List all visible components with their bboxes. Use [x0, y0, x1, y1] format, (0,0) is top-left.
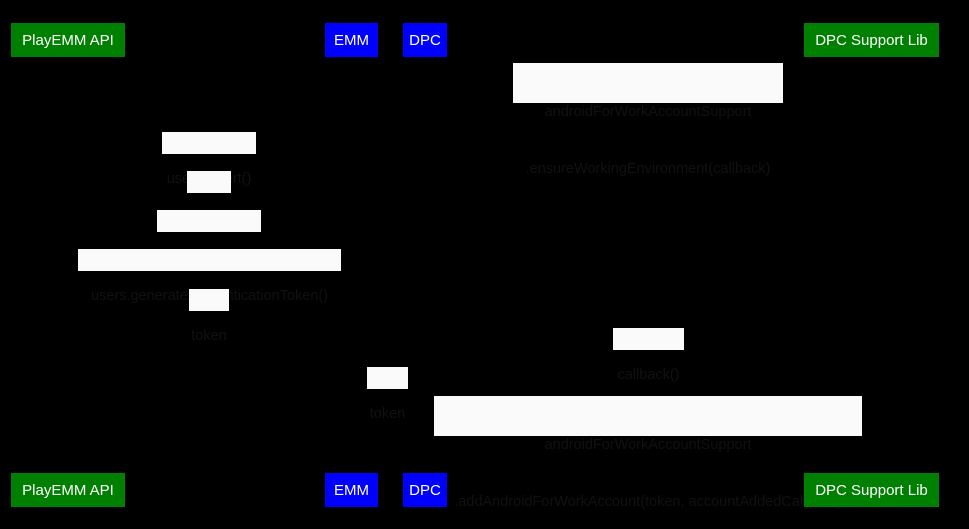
message-token-to-emm[interactable]: token: [189, 289, 229, 344]
participant-emm-top[interactable]: EMM: [325, 23, 378, 57]
message-line-1: token: [369, 406, 406, 422]
lifeline-playemm-api: [67, 57, 68, 473]
participant-dpc-support-lib-top[interactable]: DPC Support Lib: [804, 23, 939, 57]
participant-label: DPC Support Lib: [815, 481, 928, 499]
message-line-1: callback(): [617, 367, 680, 383]
message-line-1: androidForWorkAccountSupport: [544, 104, 752, 120]
lifeline-emm: [351, 57, 352, 473]
participant-label: EMM: [334, 481, 369, 499]
participant-playemm-api-top[interactable]: PlayEMM API: [11, 23, 125, 57]
participant-playemm-api-bottom[interactable]: PlayEMM API: [11, 473, 125, 507]
participant-label: PlayEMM API: [22, 481, 114, 499]
participant-dpc-bottom[interactable]: DPC: [403, 473, 447, 507]
message-line-1: token: [191, 328, 227, 344]
participant-label: DPC: [409, 481, 441, 499]
message-users-insert[interactable]: users.insert(): [162, 132, 256, 187]
participant-label: DPC: [409, 31, 441, 49]
message-token-to-dpc[interactable]: token: [367, 367, 408, 422]
participant-emm-bottom[interactable]: EMM: [325, 473, 378, 507]
message-user-id[interactable]: userID: [187, 171, 232, 226]
message-add-android-for-work-account[interactable]: androidForWorkAccountSupport .addAndroid…: [434, 396, 862, 510]
message-line-2: .addAndroidForWorkAccount(token, account…: [454, 494, 842, 510]
lifeline-dpc: [424, 57, 425, 473]
participant-dpc-support-lib-bottom[interactable]: DPC Support Lib: [804, 473, 939, 507]
message-users-generate-authentication-token[interactable]: users.generateAuthenticationToken(): [78, 249, 341, 304]
message-line-1: androidForWorkAccountSupport: [544, 437, 752, 453]
message-users-update[interactable]: users.update(): [157, 210, 261, 265]
participant-dpc-top[interactable]: DPC: [403, 23, 447, 57]
participant-label: PlayEMM API: [22, 31, 114, 49]
message-callback[interactable]: callback(): [613, 328, 684, 383]
message-line-2: .ensureWorkingEnvironment(callback): [525, 161, 771, 177]
lifeline-dpc-support-lib: [871, 57, 872, 473]
message-ensure-working-environment[interactable]: androidForWorkAccountSupport .ensureWork…: [513, 63, 783, 177]
participant-label: DPC Support Lib: [815, 31, 928, 49]
participant-label: EMM: [334, 31, 369, 49]
